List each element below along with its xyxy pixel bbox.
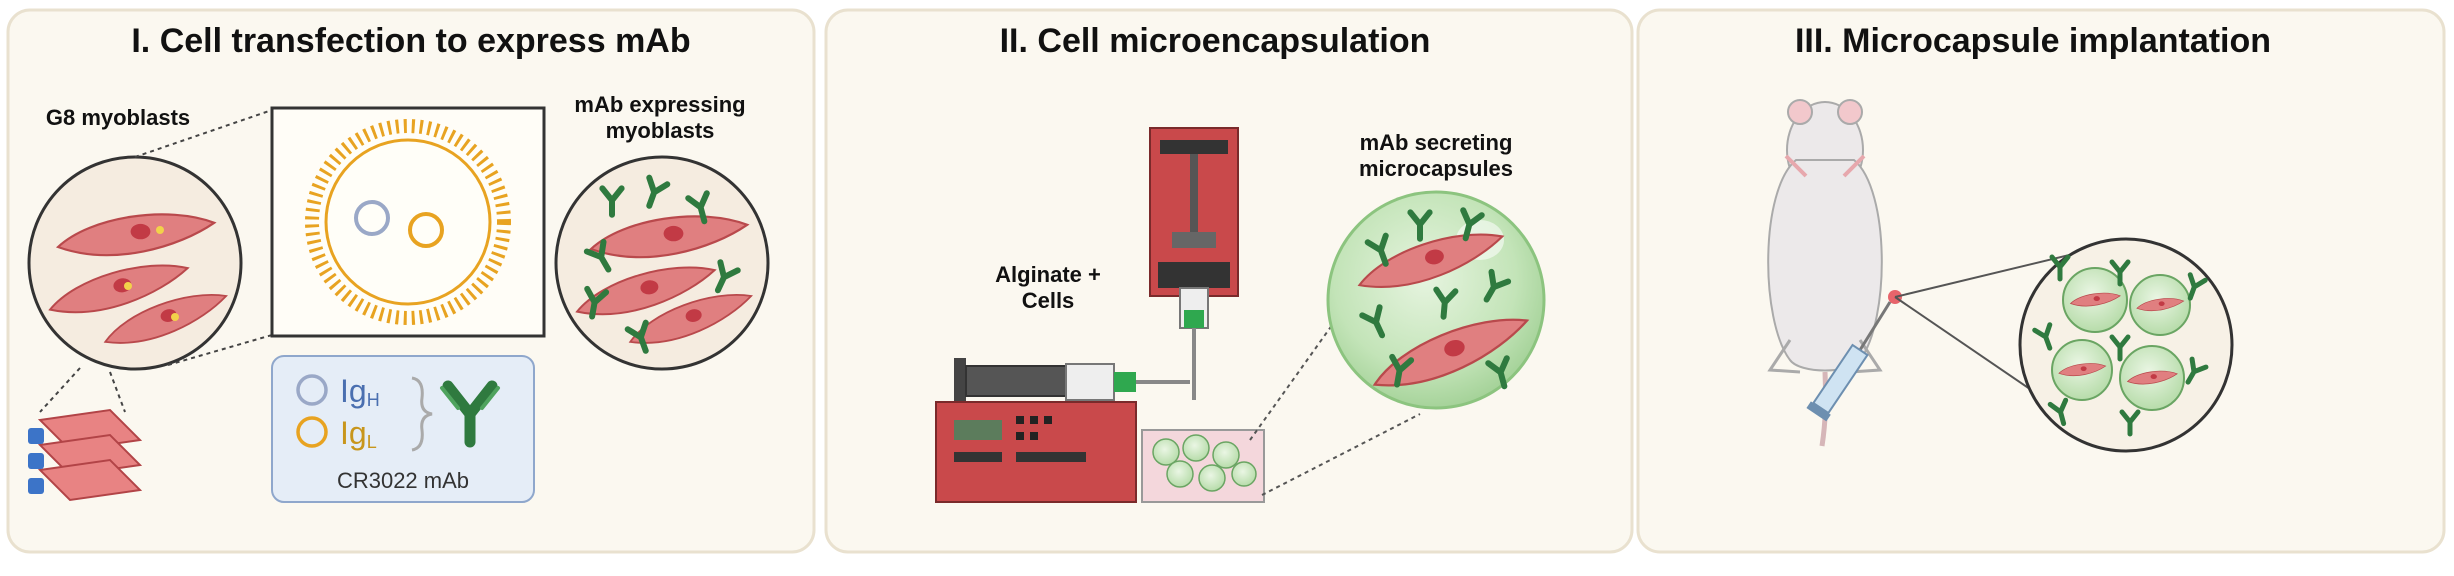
plasmid-h xyxy=(354,200,390,236)
mouse-illustration xyxy=(1767,99,1902,447)
collection-dish xyxy=(1141,429,1265,503)
brace-icon xyxy=(411,376,433,452)
syringe-icon xyxy=(1806,301,1892,422)
panel-3-title: III. Microcapsule implantation xyxy=(1795,22,2271,60)
zoom-line-top xyxy=(134,109,273,158)
alginate-label-1: Alginate + xyxy=(995,262,1101,287)
ig-box: IgH IgL CR3022 mAb xyxy=(271,355,535,503)
alginate-label-2: Cells xyxy=(1022,288,1075,313)
mab-expressing-circle xyxy=(554,155,770,371)
ig-l-label: IgL xyxy=(340,415,377,452)
horizontal-syringe-pump xyxy=(935,358,1190,503)
zoom-line-capsule-bottom xyxy=(1261,413,1421,496)
antibody-name: CR3022 mAb xyxy=(337,468,469,493)
mab-expressing-label-2: myoblasts xyxy=(606,118,715,143)
panel-1-title: I. Cell transfection to express mAb xyxy=(131,22,690,60)
liposome-box xyxy=(270,106,546,338)
plasmid-l xyxy=(408,212,444,248)
ig-h-plasmid-icon xyxy=(296,374,328,406)
liposome xyxy=(305,119,511,325)
vertical-syringe-pump xyxy=(1149,127,1239,400)
ig-h-label: IgH xyxy=(340,373,380,410)
implanted-microcapsules-circle xyxy=(2018,237,2234,453)
panel-2-title: II. Cell microencapsulation xyxy=(1000,22,1431,60)
secreting-label-2: microcapsules xyxy=(1359,156,1513,181)
g8-myoblasts-label: G8 myoblasts xyxy=(46,105,190,130)
panel-implantation: III. Microcapsule implantation xyxy=(1636,8,2446,554)
panel-microencapsulation: II. Cell microencapsulation Alginate + C… xyxy=(824,8,1634,554)
mab-expressing-label-1: mAb expressing xyxy=(574,92,745,117)
g8-myoblasts-circle xyxy=(27,155,243,371)
antibody-icon xyxy=(440,380,500,448)
microcapsule-large xyxy=(1326,190,1546,410)
zoom-line-bottom xyxy=(167,334,273,366)
secreting-label-1: mAb secreting xyxy=(1360,130,1513,155)
culture-flasks xyxy=(28,367,143,502)
ig-l-plasmid-icon xyxy=(296,416,328,448)
zoom-line-implant-top xyxy=(1894,249,2091,298)
panel-transfection: I. Cell transfection to express mAb G8 m… xyxy=(6,8,816,554)
